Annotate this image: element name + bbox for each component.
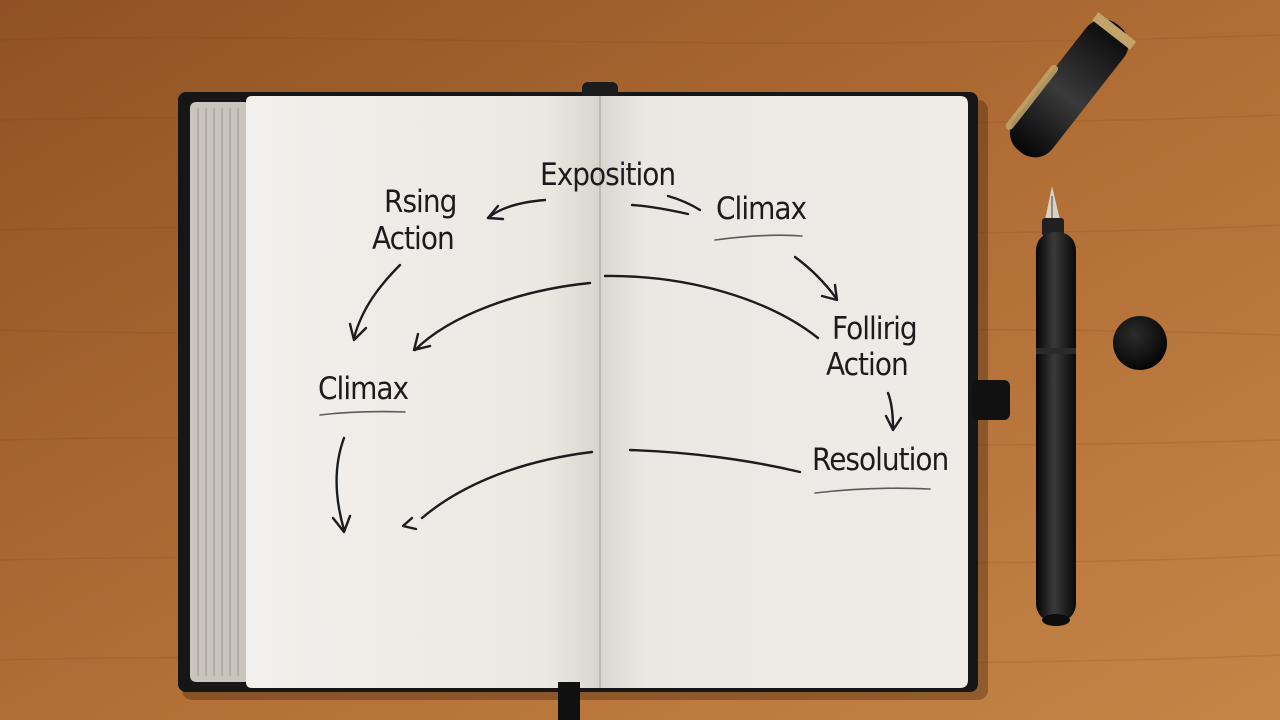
arrow-climax-down [335,436,346,532]
right-page [600,96,968,688]
arrowhead-6 [331,514,352,534]
arrowhead-2 [348,322,368,342]
elastic-tab [972,380,1010,420]
underline-climax-top [714,234,803,241]
arrowhead-3 [820,283,839,302]
label-climax-top: Climax [716,189,807,227]
story-arc-drawing [319,194,931,534]
arrowhead-1 [486,204,505,221]
label-exposition: Exposition [540,155,676,193]
label-falling-action-line2: Action [826,345,909,383]
arrow-falling-to-resolution [886,391,895,430]
arrowhead-5 [884,414,903,432]
upper-arc [413,274,820,352]
label-resolution: Resolution [812,440,949,478]
left-page [246,96,600,688]
arrowhead-7 [401,516,418,531]
pen-cap [1005,12,1137,158]
underline-exposition-b [666,194,702,212]
fountain-pen [1036,186,1076,626]
lower-arc [420,448,802,520]
arrowhead-4 [412,332,432,352]
underline-resolution [814,487,931,494]
black-circle-sticker [1113,316,1167,370]
label-climax-left: Climax [318,369,409,407]
arrow-climax-to-falling [793,255,838,300]
ribbon-bookmark [558,682,580,720]
page-stack-edges [190,102,250,682]
arrow-rising-to-climax [352,263,402,340]
label-falling-action-line1: Follirig [832,309,918,347]
label-rising-action-line2: Action [372,219,455,257]
label-rising-action-line1: Rsing [384,182,457,220]
underline-climax-left [319,410,406,416]
notebook-clasp [582,82,618,100]
underline-exposition-a [630,203,690,216]
